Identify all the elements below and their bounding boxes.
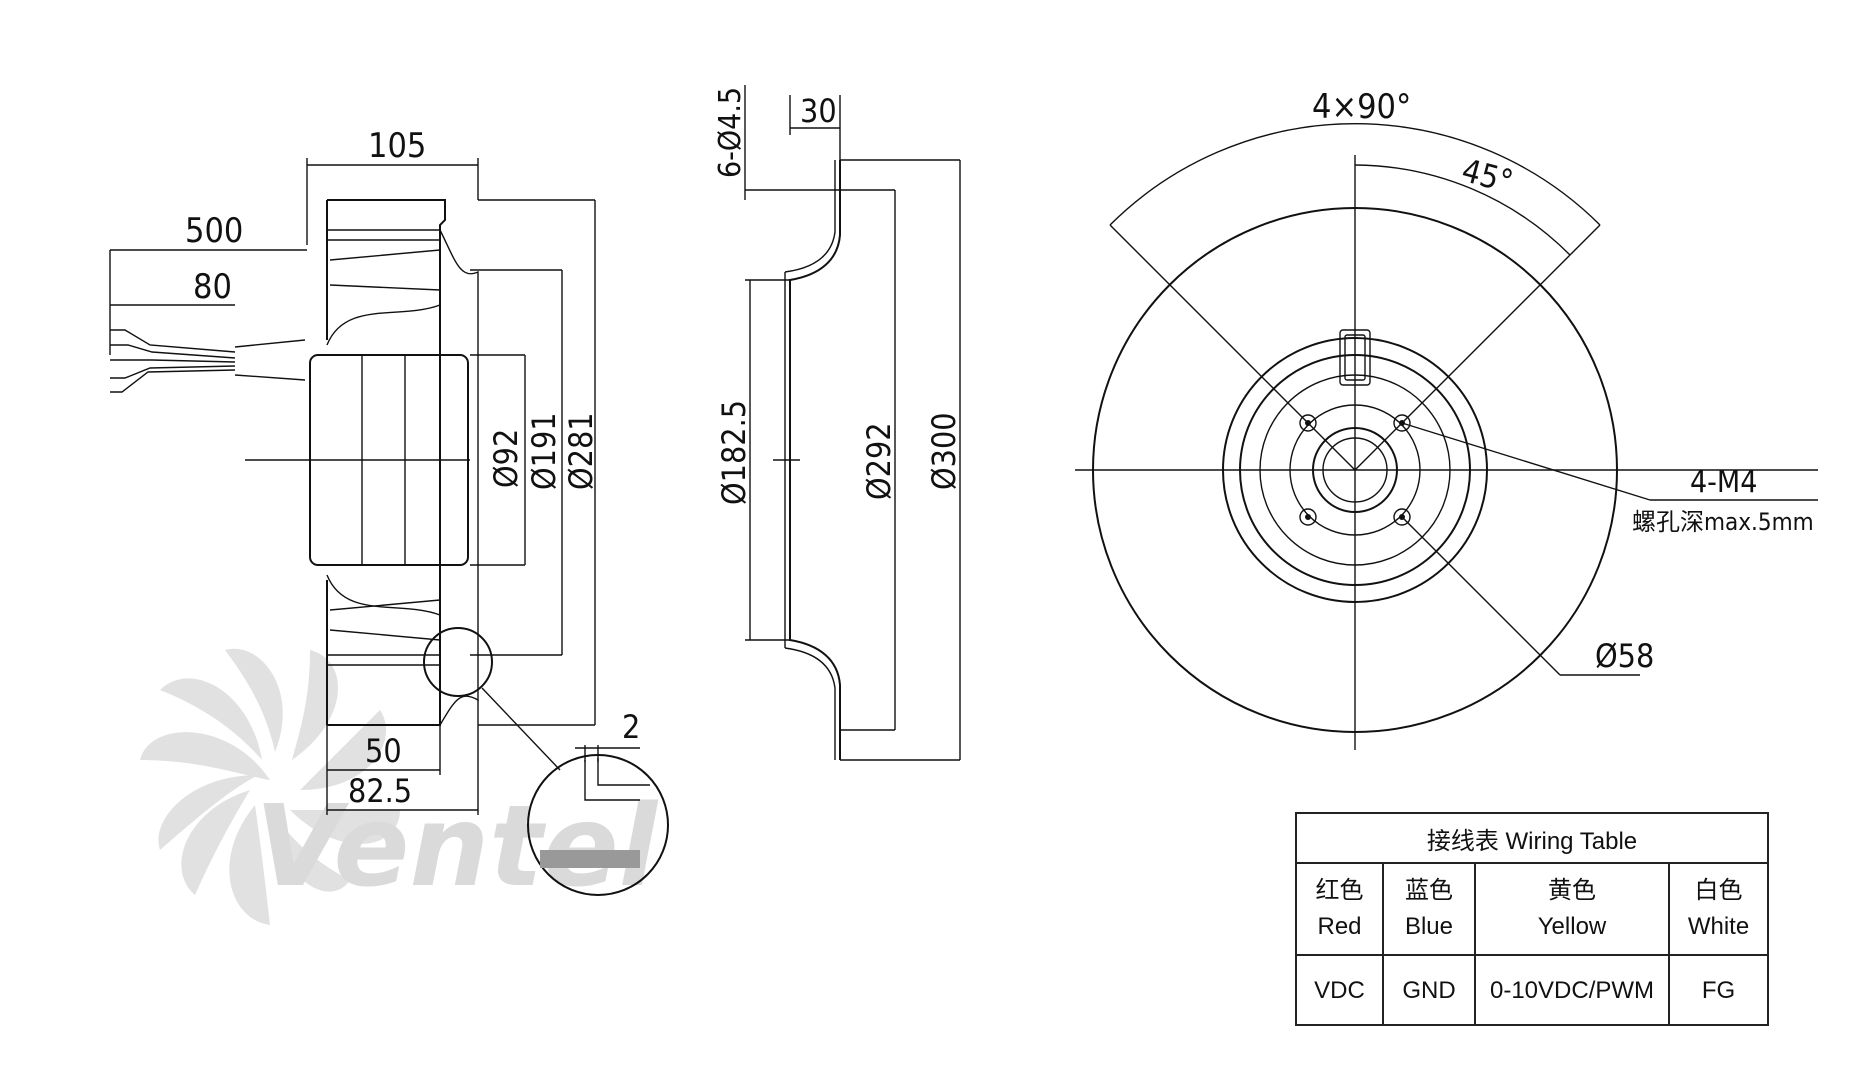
dim-holes: 6-Ø4.5 bbox=[713, 87, 748, 178]
dim-d-bolt: Ø292 bbox=[860, 422, 898, 500]
dim-height: 30 bbox=[800, 92, 837, 130]
cable-wires bbox=[110, 329, 306, 393]
wire-function: VDC bbox=[1297, 956, 1384, 1026]
wire-color-en: Red bbox=[1317, 913, 1362, 940]
front-view: 4×90° 45° 4-M4 螺孔深max.5mm Ø58 bbox=[1075, 87, 1818, 750]
wiring-table-title: 接线表 Wiring Table bbox=[1297, 814, 1767, 864]
wire-color-cn: 白色 bbox=[1694, 877, 1743, 904]
wire-color-en: Yellow bbox=[1537, 913, 1607, 940]
side-view: 105 500 80 bbox=[109, 126, 669, 896]
wire-color-en: Blue bbox=[1404, 913, 1454, 940]
wiring-table-value-row: VDC GND 0-10VDC/PWM FG bbox=[1297, 956, 1767, 1026]
wire-function: FG bbox=[1701, 977, 1736, 1004]
dim-d-inner: Ø182.5 bbox=[715, 400, 753, 505]
wiring-table: 接线表 Wiring Table 红色 Red 蓝色 Blue 黄色 Yello… bbox=[1295, 812, 1769, 1026]
dim-thread-note: 螺孔深max.5mm bbox=[1632, 508, 1814, 536]
dim-width-total: 105 bbox=[368, 126, 426, 166]
dim-width-inner: 50 bbox=[365, 732, 402, 770]
wire-color-cn: 黄色 bbox=[1548, 877, 1596, 904]
table-cell: 红色 Red bbox=[1297, 864, 1384, 954]
table-cell: 蓝色 Blue bbox=[1384, 864, 1476, 954]
dim-d-center: Ø58 bbox=[1595, 637, 1654, 675]
wire-color-en: White bbox=[1687, 913, 1750, 940]
watermark-text: Ventel bbox=[255, 782, 659, 912]
dim-d-inlet: Ø191 bbox=[525, 412, 563, 490]
dim-d-hub: Ø92 bbox=[487, 429, 525, 488]
table-cell: 白色 White bbox=[1670, 864, 1767, 954]
wire-color-cn: 蓝色 bbox=[1405, 877, 1453, 904]
dim-cable-strip: 80 bbox=[193, 267, 232, 307]
dim-d-outer: Ø281 bbox=[562, 412, 600, 490]
dim-angle-offset: 45° bbox=[1458, 151, 1517, 201]
watermark-logo: Ventel bbox=[140, 648, 659, 925]
wire-function: GND bbox=[1384, 956, 1476, 1026]
wiring-table-header-row: 红色 Red 蓝色 Blue 黄色 Yellow 白色 White bbox=[1297, 864, 1767, 956]
dim-angle-span: 4×90° bbox=[1312, 87, 1411, 127]
wire-function: 0-10VDC/PWM bbox=[1476, 956, 1670, 1026]
wire-color-cn: 红色 bbox=[1315, 877, 1364, 904]
dim-gap: 2 bbox=[622, 708, 640, 746]
dim-width-base: 82.5 bbox=[348, 772, 412, 810]
dim-d-outer-profile: Ø300 bbox=[925, 412, 963, 490]
table-cell: 黄色 Yellow bbox=[1476, 864, 1670, 954]
dim-cable-length: 500 bbox=[185, 211, 243, 251]
dim-thread: 4-M4 bbox=[1690, 465, 1757, 500]
profile-view: 30 6-Ø4.5 Ø182.5 Ø292 Ø300 bbox=[713, 85, 963, 761]
